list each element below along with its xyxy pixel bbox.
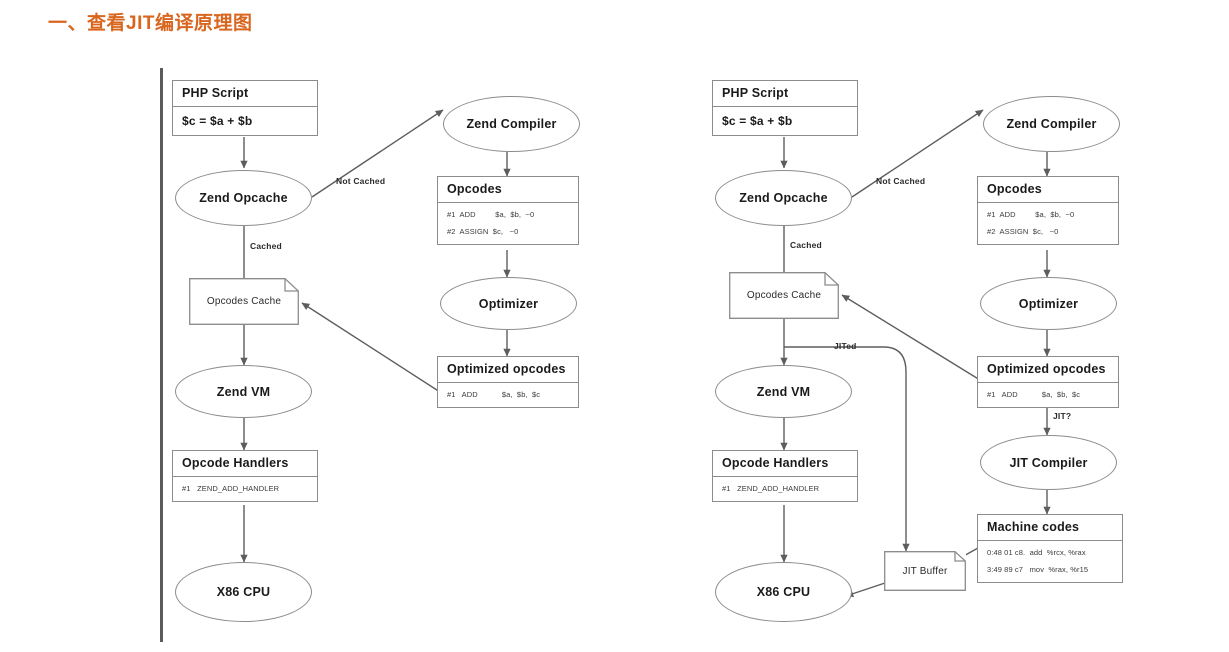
- zend-opcache-node: Zend Opcache: [715, 170, 852, 226]
- zend-opcache-node: Zend Opcache: [175, 170, 312, 226]
- optimized-opcodes-row: #1 ADD $a, $b, $c: [987, 390, 1081, 399]
- note-shape-icon: [729, 272, 839, 319]
- zend-vm-node: Zend VM: [175, 365, 312, 418]
- opcodes-rows: #1 ADD $a, $b, ~0 #2 ASSIGN $c, ~0: [978, 203, 1118, 244]
- machine-codes-row: 0:48 01 c8. add %rcx, %rax: [987, 548, 1086, 557]
- opcodes-cache-note: Opcodes Cache: [189, 278, 299, 325]
- opcodes-cache-label: Opcodes Cache: [746, 290, 822, 301]
- php-script-code: $c = $a + $b: [722, 114, 793, 128]
- jit-buffer-note: JIT Buffer: [884, 551, 966, 591]
- optimized-opcodes-box: Optimized opcodes #1 ADD $a, $b, $c: [437, 356, 579, 408]
- optimized-opcodes-row: #1 ADD $a, $b, $c: [447, 390, 541, 399]
- php-script-box: PHP Script $c = $a + $b: [172, 80, 318, 136]
- opcodes-row: #1 ADD $a, $b, ~0: [987, 210, 1075, 219]
- jit-buffer-label: JIT Buffer: [902, 565, 948, 577]
- opcode-handlers-rows: #1 ZEND_ADD_HANDLER: [713, 477, 857, 501]
- zend-compiler-node: Zend Compiler: [443, 96, 580, 152]
- optimized-opcodes-title: Optimized opcodes: [978, 357, 1118, 383]
- zend-vm-node: Zend VM: [715, 365, 852, 418]
- opcodes-rows: #1 ADD $a, $b, ~0 #2 ASSIGN $c, ~0: [438, 203, 578, 244]
- opcodes-box: Opcodes #1 ADD $a, $b, ~0 #2 ASSIGN $c, …: [437, 176, 579, 245]
- opcodes-cache-label: Opcodes Cache: [206, 296, 282, 307]
- edge-label-jit-question: JIT?: [1053, 411, 1072, 421]
- x86-cpu-node: X86 CPU: [175, 562, 312, 622]
- opcodes-row: #1 ADD $a, $b, ~0: [447, 210, 535, 219]
- machine-codes-rows: 0:48 01 c8. add %rcx, %rax 3:49 89 c7 mo…: [978, 541, 1122, 582]
- opcodes-cache-note: Opcodes Cache: [729, 272, 839, 319]
- machine-codes-row: 3:49 89 c7 mov %rax, %r15: [987, 565, 1089, 574]
- optimized-opcodes-rows: #1 ADD $a, $b, $c: [438, 383, 578, 407]
- jit-compiler-node: JIT Compiler: [980, 435, 1117, 490]
- opcode-handlers-title: Opcode Handlers: [173, 451, 317, 477]
- note-shape-icon: [884, 551, 966, 591]
- note-shape-icon: [189, 278, 299, 325]
- opcodes-row: #2 ASSIGN $c, ~0: [447, 227, 519, 236]
- edge-label-not-cached: Not Cached: [336, 176, 386, 186]
- page-title: 一、查看JIT编译原理图: [48, 13, 253, 34]
- php-script-code: $c = $a + $b: [182, 114, 253, 128]
- left-vertical-rule: [160, 68, 163, 642]
- edge-label-cached: Cached: [790, 240, 822, 250]
- opcode-handlers-box: Opcode Handlers #1 ZEND_ADD_HANDLER: [172, 450, 318, 502]
- opcode-handlers-row: #1 ZEND_ADD_HANDLER: [182, 484, 280, 493]
- machine-codes-box: Machine codes 0:48 01 c8. add %rcx, %rax…: [977, 514, 1123, 583]
- machine-codes-title: Machine codes: [978, 515, 1122, 541]
- opcode-handlers-rows: #1 ZEND_ADD_HANDLER: [173, 477, 317, 501]
- opcodes-row: #2 ASSIGN $c, ~0: [987, 227, 1059, 236]
- opcodes-title: Opcodes: [438, 177, 578, 203]
- php-script-box: PHP Script $c = $a + $b: [712, 80, 858, 136]
- opcode-handlers-row: #1 ZEND_ADD_HANDLER: [722, 484, 820, 493]
- edge-label-jited: JITed: [834, 341, 857, 351]
- optimized-opcodes-rows: #1 ADD $a, $b, $c: [978, 383, 1118, 407]
- zend-compiler-node: Zend Compiler: [983, 96, 1120, 152]
- x86-cpu-node: X86 CPU: [715, 562, 852, 622]
- edge-label-cached: Cached: [250, 241, 282, 251]
- optimizer-node: Optimizer: [980, 277, 1117, 330]
- php-script-title: PHP Script: [713, 81, 857, 107]
- opcodes-title: Opcodes: [978, 177, 1118, 203]
- php-script-title: PHP Script: [173, 81, 317, 107]
- optimized-opcodes-title: Optimized opcodes: [438, 357, 578, 383]
- optimizer-node: Optimizer: [440, 277, 577, 330]
- opcodes-box: Opcodes #1 ADD $a, $b, ~0 #2 ASSIGN $c, …: [977, 176, 1119, 245]
- opcode-handlers-title: Opcode Handlers: [713, 451, 857, 477]
- optimized-opcodes-box: Optimized opcodes #1 ADD $a, $b, $c: [977, 356, 1119, 408]
- opcode-handlers-box: Opcode Handlers #1 ZEND_ADD_HANDLER: [712, 450, 858, 502]
- edge-label-not-cached: Not Cached: [876, 176, 926, 186]
